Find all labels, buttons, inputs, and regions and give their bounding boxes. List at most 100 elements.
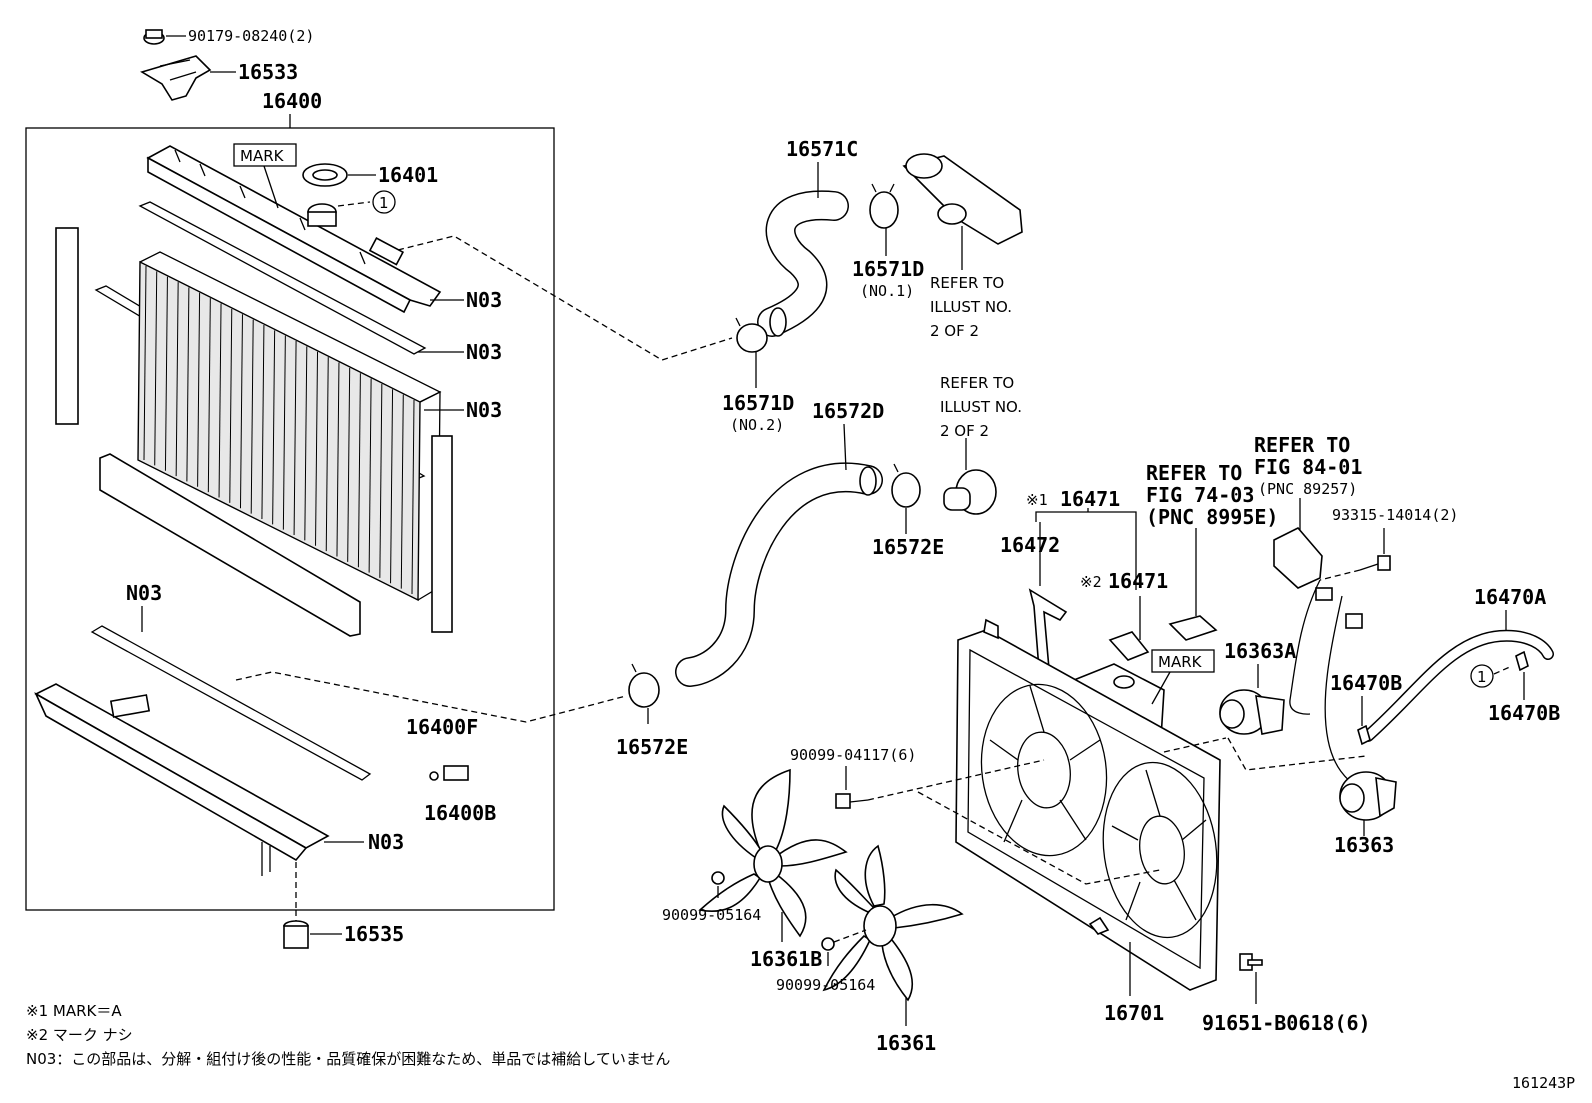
radiator-fin [336,362,340,557]
label-mark-2: MARK [1158,653,1203,671]
nut-90179-icon [143,29,165,45]
figure-id: 161243P [1512,1074,1575,1092]
clamp-16470B-left-icon [1357,724,1371,746]
radiator-fin [282,335,286,530]
label-star1: ※1 [1026,491,1048,509]
clamp-16470B-right-icon [1515,650,1529,672]
bolt-91651-icon [1239,953,1263,971]
plug-16535-icon [283,920,309,949]
upper-hose-16571C-icon [757,190,849,337]
radiator-fin [261,324,265,519]
label-n03-d: N03 [126,581,162,605]
label-refer4-b: FIG 84-01 [1254,455,1362,479]
label-16571D-1: 16571D [852,257,924,281]
label-16400F: 16400F [406,715,478,739]
radiator-fin [186,287,190,482]
radiator-fin [250,319,254,514]
radiator-cap-16401-icon [302,163,348,187]
footnote-2: ※2 マーク ナシ [26,1026,133,1044]
label-16533: 16533 [238,60,298,84]
radiator-fin [239,314,243,509]
label-16470B-2: 16470B [1488,701,1560,725]
radiator-fin [164,276,168,471]
bottom-seal [99,453,361,637]
label-16400: 16400 [262,89,322,113]
screw-90099-04117-icon [835,793,869,809]
label-refer4-a: REFER TO [1254,433,1350,457]
radiator-fin [411,399,415,595]
nut-90099-05164-2-icon [821,937,835,951]
label-90099-05164-2: 90099-05164 [776,976,875,994]
fan-shroud-16701-icon [955,618,1221,991]
clamp-16571D-no1-icon [869,183,899,229]
label-refer1-b: ILLUST NO. [930,298,1012,316]
label-refer3-a: REFER TO [1146,461,1242,485]
label-16471-2: 16471 [1108,569,1168,593]
clamp-16572E-upper-icon [891,463,921,508]
label-refer3-c: (PNC 8995E) [1146,505,1278,529]
label-16470B-1: 16470B [1330,671,1402,695]
fan-16361-icon [822,844,964,1002]
radiator-fin [175,282,179,477]
label-16572D: 16572D [812,399,884,423]
label-90099-05164-1: 90099-05164 [662,906,761,924]
bracket-16533-icon [140,55,212,101]
label-16470A: 16470A [1474,585,1546,609]
label-16401: 16401 [378,163,438,187]
label-16572E-2: 16572E [616,735,688,759]
radiator-fin [315,351,319,546]
label-no1: (NO.1) [860,282,914,300]
radiator-fin [325,357,329,552]
label-16361B: 16361B [750,947,822,971]
drain-cock-icon [429,765,469,781]
radiator-fin [368,378,372,573]
label-no2: (NO.2) [730,416,784,434]
label-n03-c: N03 [466,398,502,422]
radiator-fin [304,346,308,541]
label-refer3-b: FIG 74-03 [1146,483,1254,507]
footnote-1: ※1 MARK＝A [26,1002,122,1020]
label-16361: 16361 [876,1031,936,1055]
label-refer2-b: ILLUST NO. [940,398,1022,416]
nut-90099-05164-1-icon [711,871,725,885]
label-refer1-c: 2 OF 2 [930,322,979,340]
lower-hose-16572D-icon [675,462,883,687]
radiator-group-frame [25,127,555,911]
label-refer2-c: 2 OF 2 [940,422,989,440]
radiator-fin [154,271,158,466]
footnote-3: N03：この部品は、分解・組付け後の性能・品質確保が困難なため、単品では補給して… [26,1050,670,1068]
radiator-fin [272,330,276,525]
radiator-fin [379,383,383,578]
upper-tank-icon [146,145,442,314]
radiator-fin [197,292,201,487]
label-16571D-2: 16571D [722,391,794,415]
label-circle-1: 1 [379,194,389,212]
label-90179: 90179-08240(2) [188,27,314,45]
label-refer1-a: REFER TO [930,274,1004,292]
label-circle-2: 1 [1477,668,1487,686]
clamp-16571D-no2-icon [735,317,768,353]
side-seal-right [431,435,453,633]
label-93315: 93315-14014(2) [1332,506,1458,524]
hose-16470A-icon [1362,629,1554,742]
label-star2: ※2 [1080,573,1102,591]
fan-16361B-icon [698,768,848,938]
radiator-core-icon [137,251,442,602]
gasket-upper [138,201,427,355]
relay-icon [1273,527,1323,589]
clamp-16572E-lower-icon [628,663,660,708]
label-16571C: 16571C [786,137,858,161]
radiator-fin [293,341,297,536]
clip-16471-icon [1108,631,1150,661]
label-16363: 16363 [1334,833,1394,857]
label-refer2-a: REFER TO [940,374,1014,392]
label-91651: 91651-B0618(6) [1202,1011,1371,1035]
radiator-fin [400,394,404,589]
radiator-fin [218,303,222,498]
radiator-fin [357,373,361,568]
label-16400B: 16400B [424,801,496,825]
radiator-fin [229,308,233,503]
water-outlet-icon [902,153,1023,245]
radiator-fin [390,389,394,584]
